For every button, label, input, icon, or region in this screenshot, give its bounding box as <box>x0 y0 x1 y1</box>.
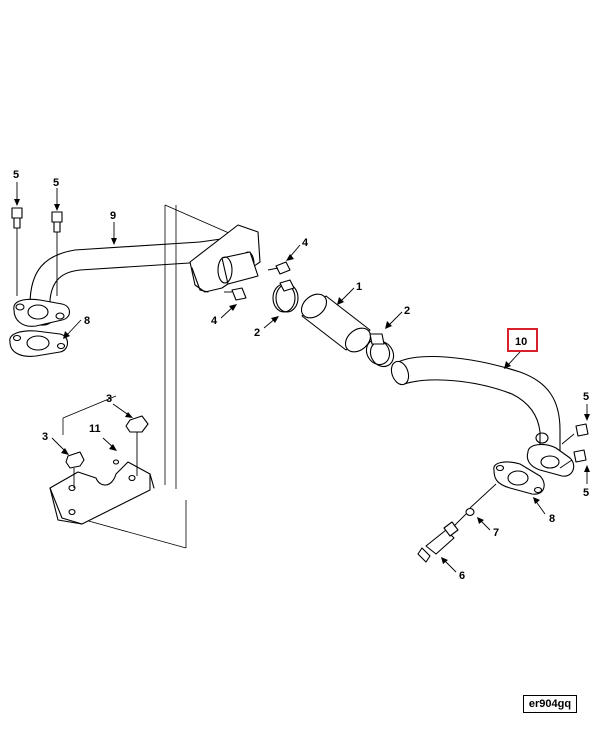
callout-5-right-upper: 5 <box>583 391 589 403</box>
bracket-part-11 <box>49 459 155 525</box>
callout-labels: 5 5 9 4 8 1 2 4 2 10 3 11 3 5 5 8 7 6 <box>13 169 589 582</box>
callout-5-top-second: 5 <box>53 177 59 189</box>
callout-5-top-left: 5 <box>13 169 19 181</box>
hose-part-1 <box>300 293 372 353</box>
callout-5-right-lower: 5 <box>583 487 589 499</box>
tube-bracket <box>189 224 261 293</box>
callout-10: 10 <box>515 336 527 348</box>
gasket-part-8-right <box>493 461 545 495</box>
callout-11: 11 <box>89 423 101 435</box>
callout-2-right: 2 <box>404 305 410 317</box>
bolts-part-5-left <box>11 207 63 296</box>
tube-part-9 <box>13 237 229 327</box>
clamp-part-2-left <box>272 279 299 313</box>
mounting-plane <box>62 204 239 549</box>
o-ring-part-7 <box>465 483 497 517</box>
callout-9: 9 <box>110 210 116 222</box>
callout-arrowheads <box>14 199 590 564</box>
callout-3-lower: 3 <box>42 431 48 443</box>
bolt-part-4-lower <box>224 287 247 301</box>
flange-part-10 <box>526 443 575 477</box>
bolt-part-4-upper <box>267 261 291 275</box>
callout-6: 6 <box>459 570 465 582</box>
clamp-part-2-right <box>365 333 395 368</box>
callout-8-right: 8 <box>549 513 555 525</box>
callout-8-left: 8 <box>84 315 90 327</box>
callout-1: 1 <box>356 281 362 293</box>
callout-4-lower: 4 <box>211 315 218 327</box>
tube-part-10 <box>390 356 561 453</box>
sensor-part-6 <box>417 513 467 563</box>
bolts-part-5-right <box>559 423 589 469</box>
figure-code: er904gq <box>523 695 577 713</box>
nuts-part-3 <box>65 415 149 488</box>
callout-2-left: 2 <box>254 327 260 339</box>
gasket-part-8-left <box>9 330 69 357</box>
callout-10-highlight-box <box>507 328 538 352</box>
callout-7: 7 <box>493 527 499 539</box>
callout-4-upper: 4 <box>302 237 309 249</box>
callout-3-upper: 3 <box>106 393 112 405</box>
